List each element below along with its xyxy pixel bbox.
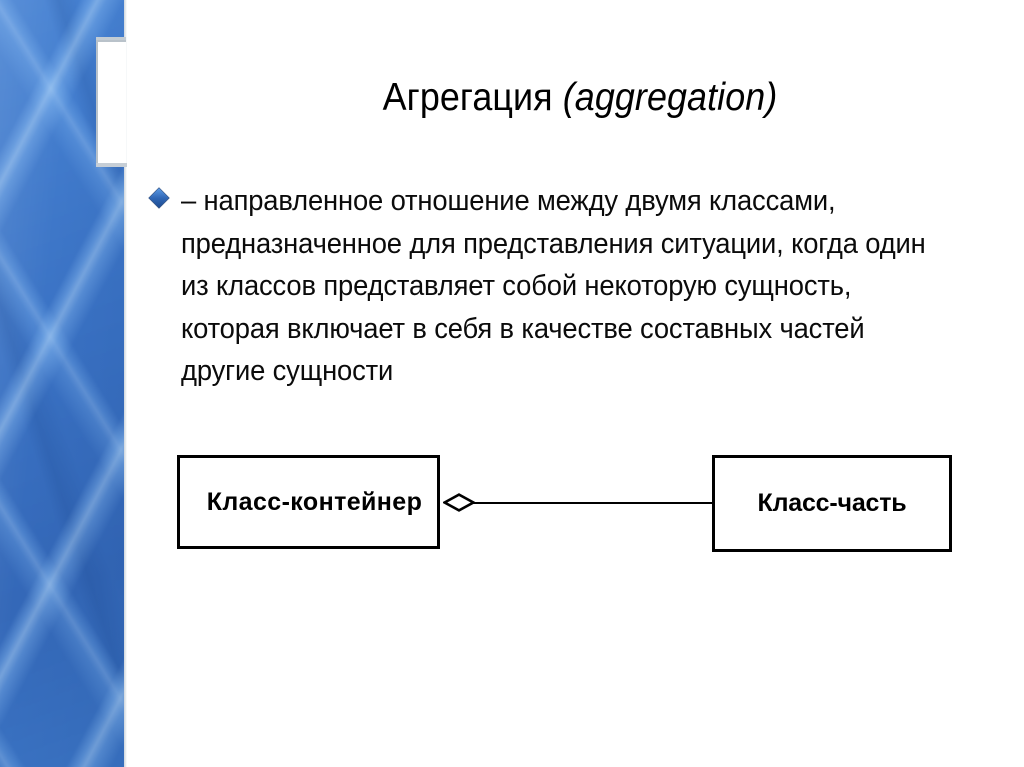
uml-class-box-container: Класс-контейнер bbox=[177, 455, 440, 549]
uml-class-box-part: Класс-часть bbox=[712, 455, 952, 552]
aggregation-diamond-icon bbox=[443, 493, 475, 512]
diamond-bullet-icon bbox=[149, 188, 169, 208]
bullet-item-text: – направленное отношение между двумя кла… bbox=[181, 185, 926, 387]
slide-title: Агрегация (aggregation) bbox=[212, 70, 948, 126]
uml-association-line bbox=[470, 502, 714, 504]
slide-title-ru: Агрегация bbox=[382, 76, 553, 119]
notch-bottom-shadow bbox=[96, 163, 127, 167]
uml-class-label-container: Класс-контейнер bbox=[206, 487, 423, 516]
slide-title-spacer bbox=[553, 76, 563, 119]
sidebar-edge-line bbox=[124, 0, 127, 767]
bullet-list-item: – направленное отношение между двумя кла… bbox=[149, 180, 980, 393]
uml-class-label-part: Класс-часть bbox=[757, 489, 907, 517]
notch-top-shadow bbox=[96, 37, 126, 41]
slide-title-latin: (aggregation) bbox=[562, 76, 778, 119]
body-content: – направленное отношение между двумя кла… bbox=[149, 180, 980, 393]
decorative-bracket-notch bbox=[96, 40, 126, 166]
